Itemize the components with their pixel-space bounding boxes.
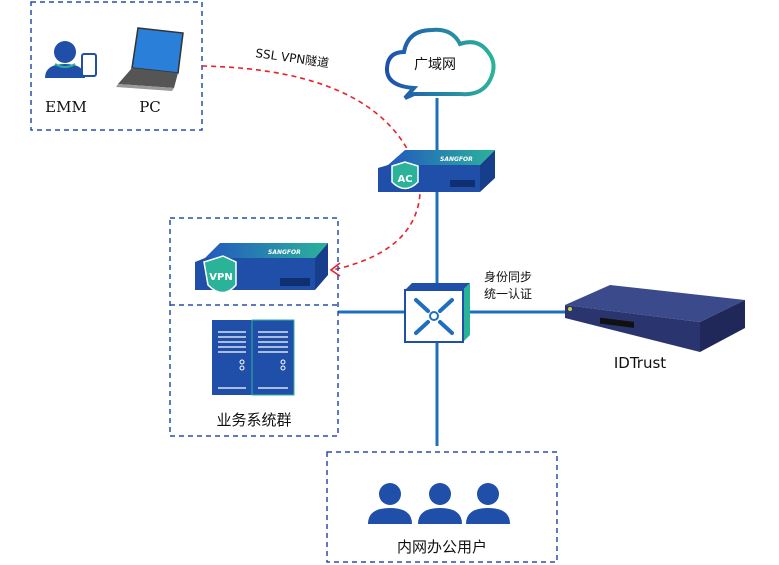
vpn-badge: VPN [209, 272, 232, 283]
pc-label: PC [139, 98, 161, 116]
sync-label-line1: 身份同步 [484, 269, 532, 284]
ac-brand: SANGFOR [440, 156, 473, 163]
tunnel-label: SSL VPN隧道 [255, 45, 331, 70]
idtrust-appliance-icon [565, 285, 745, 352]
wan-label: 广域网 [414, 57, 456, 73]
server-group-box [169, 217, 339, 437]
servers-icon [212, 319, 295, 396]
idtrust-label: IDTrust [614, 354, 666, 372]
emm-label: EMM [45, 98, 87, 116]
ac-badge: AC [397, 174, 412, 185]
laptop-icon [116, 27, 184, 91]
office-users-icon [368, 483, 510, 524]
office-users-box [326, 451, 558, 563]
wan-cloud-icon [385, 27, 496, 100]
emm-user-icon [45, 41, 97, 78]
sync-label-line2: 统一认证 [484, 287, 532, 301]
tunnel-arrowhead [329, 262, 341, 277]
vpn-device: VPN SANGFOR [195, 243, 328, 294]
ssl-vpn-tunnel [201, 65, 421, 271]
vpn-brand: SANGFOR [268, 249, 301, 256]
office-users-label: 内网办公用户 [397, 538, 487, 556]
ac-device: AC SANGFOR [378, 150, 495, 192]
core-switch-icon [404, 283, 470, 343]
server-group-label: 业务系统群 [216, 411, 291, 429]
